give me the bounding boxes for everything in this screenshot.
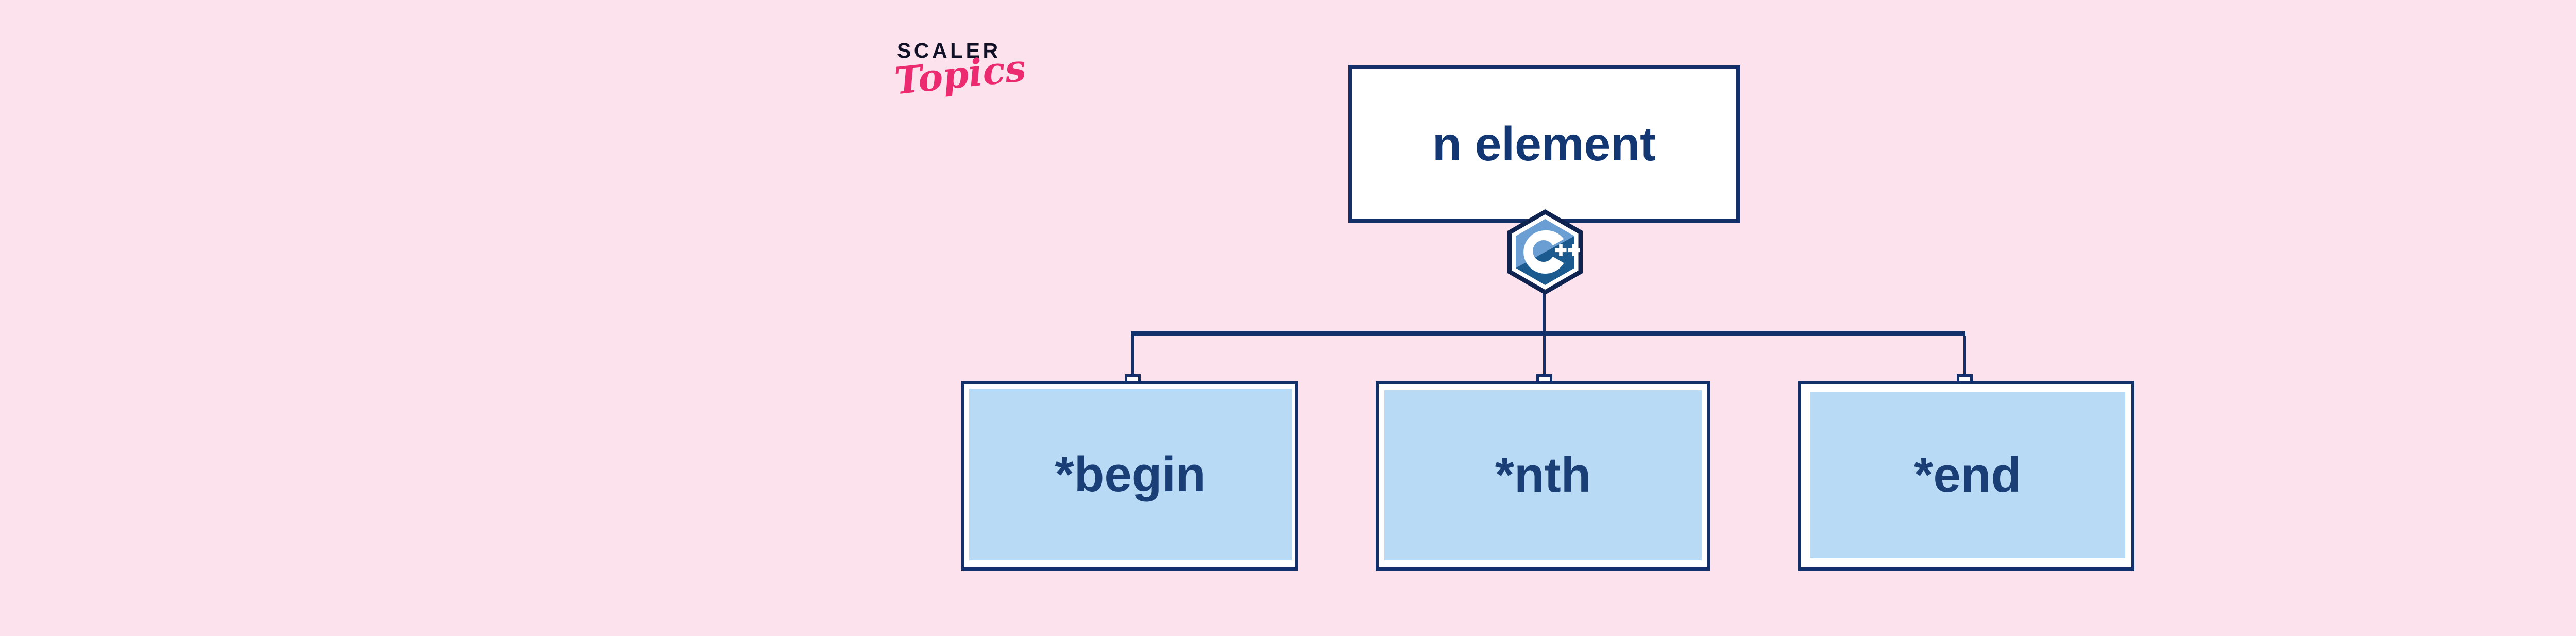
- node-begin-label: *begin: [1055, 446, 1206, 502]
- node-begin: *begin: [961, 381, 1298, 571]
- node-begin-fill: *begin: [969, 389, 1292, 560]
- brand-wordmark-topics: Topics: [892, 45, 1028, 103]
- connector-drop-begin: [1131, 336, 1134, 387]
- connector-icon-to-bar: [1543, 289, 1546, 331]
- node-end-label: *end: [1913, 447, 2022, 503]
- node-end: *end: [1798, 381, 2134, 571]
- node-nth-fill: *nth: [1384, 390, 1702, 560]
- brand-wordmark-scaler: SCALER: [897, 39, 1001, 62]
- node-nth-label: *nth: [1495, 447, 1591, 503]
- node-n-element-label: n element: [1432, 116, 1656, 171]
- connector-drop-nth: [1543, 336, 1546, 387]
- scaler-topics-logo: SCALER Topics: [892, 39, 1047, 123]
- node-n-element: n element: [1348, 65, 1740, 223]
- cpp-logo-icon: [1501, 208, 1589, 296]
- node-nth: *nth: [1376, 381, 1710, 571]
- connector-horizontal-bar: [1131, 331, 1965, 336]
- connector-drop-end: [1963, 336, 1966, 387]
- node-end-fill: *end: [1810, 392, 2125, 558]
